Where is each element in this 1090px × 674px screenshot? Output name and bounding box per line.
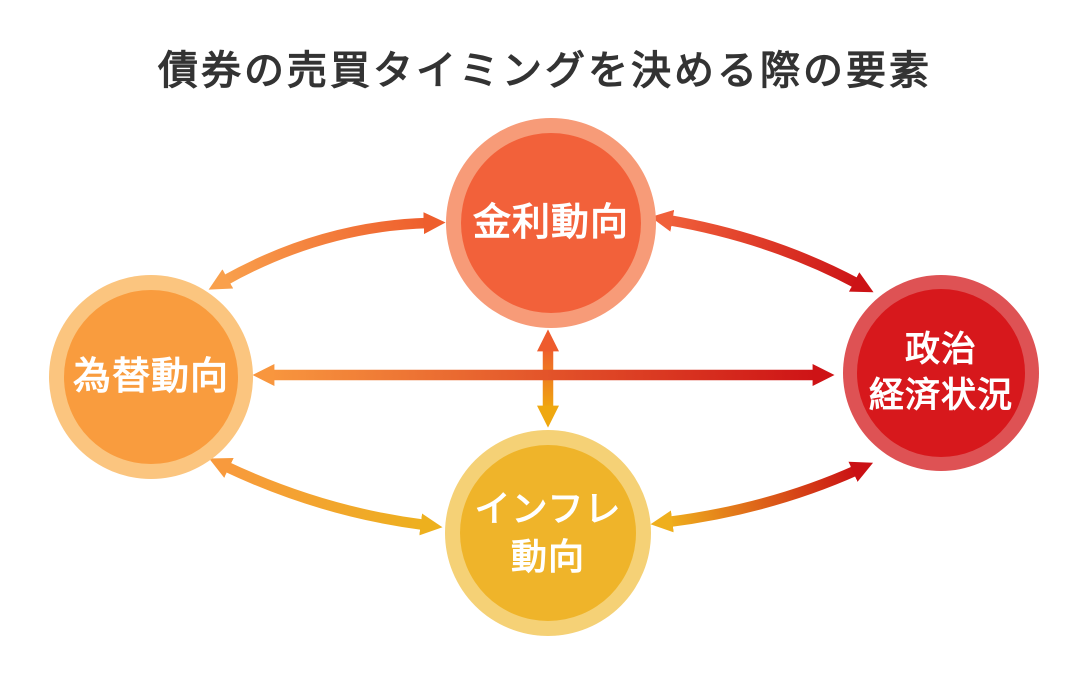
node-interest-rate: 金利動向 [446,118,656,328]
arrow-exchange-interest [208,212,446,290]
node-interest-rate-label: 金利動向 [446,118,656,328]
node-exchange-rate-label: 為替動向 [49,275,253,479]
node-label-line: 経済状況 [868,376,1013,415]
node-politics-economy-circle [857,289,1025,457]
arrow-interest-politics [650,209,874,293]
node-exchange-rate-circle [64,290,238,464]
node-politics-economy-label: 政治 経済状況 [843,275,1039,471]
diagram-title: 債券の売買タイミングを決める際の要素 [158,49,932,93]
node-inflation-label: インフレ 動向 [445,430,651,636]
node-inflation: インフレ 動向 [445,430,651,636]
node-label-line: 動向 [510,536,585,577]
arrow-inflation-politics [650,461,874,533]
node-exchange-rate: 為替動向 [49,275,253,479]
node-politics-economy: 政治 経済状況 [843,275,1039,471]
node-label-line: 政治 [904,329,977,369]
node-label-line: 金利動向 [472,201,629,244]
arrow-exchange-inflation [209,457,443,536]
node-label-line: インフレ [474,488,622,530]
node-inflation-circle [460,445,636,621]
node-interest-rate-circle [461,133,641,313]
node-label-line: 為替動向 [72,355,229,398]
